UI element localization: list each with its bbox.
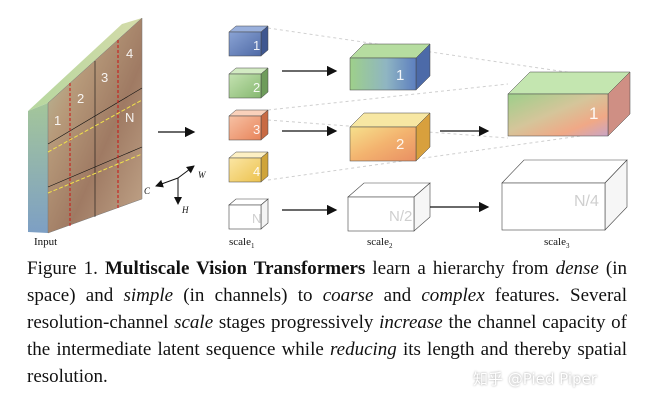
caption-text: (in channels) to: [173, 285, 323, 306]
token-label: N: [252, 211, 261, 226]
connector-line: [267, 135, 581, 181]
caption-text: the channel capacity of the intermediate…: [27, 312, 627, 360]
caption-emphasis: dense: [555, 258, 599, 279]
figure-label: Figure 1.: [27, 258, 98, 279]
caption-text: stages progressively: [213, 312, 380, 333]
mvit-figure: 1 2 3 4 N Input C W H 1 2 3: [28, 17, 631, 250]
token-label: 3: [253, 122, 260, 137]
input-patch-label: 3: [101, 70, 108, 85]
token-label: N/2: [389, 208, 412, 225]
scale1-token-3: 3: [228, 109, 269, 141]
token-label: 1: [589, 104, 598, 123]
caption-title: Multiscale Vision Transformers: [104, 258, 366, 279]
caption-emphasis: simple: [123, 285, 174, 306]
caption-text: features. Several resolution-channel: [27, 285, 627, 333]
scale1-token-n: N: [228, 198, 269, 230]
scale1-token-1: 1: [228, 25, 269, 57]
scale3-token-1: 1: [507, 71, 631, 137]
input-patch-label: N: [125, 110, 134, 125]
axis-indicator: C W H: [144, 165, 207, 215]
scale2-label: scale2: [367, 236, 393, 250]
input-yellow-line: [47, 153, 143, 194]
axis-h-label: H: [181, 205, 189, 215]
caption-emphasis: complex: [421, 285, 485, 306]
input-label: Input: [34, 236, 57, 248]
scale3-token-n4: N/4: [501, 159, 628, 231]
caption-text: its length and thereby spatial resolutio…: [27, 339, 627, 387]
caption-emphasis: coarse: [322, 285, 374, 306]
token-label: 2: [396, 136, 404, 153]
token-label: 1: [253, 38, 260, 53]
scale2-token-1: 1: [349, 43, 431, 91]
input-patch-label: 4: [126, 46, 133, 61]
watermark: 知乎 @Pied Piper: [473, 370, 597, 388]
token-label: 1: [396, 67, 404, 84]
caption-emphasis: increase: [379, 312, 443, 333]
scale3-label: scale3: [544, 236, 570, 250]
figure-caption: Figure 1. Multiscale Vision Transformers…: [27, 255, 627, 390]
token-label: 4: [253, 164, 260, 179]
input-patch-label: 1: [54, 113, 61, 128]
axis-w-line: [177, 165, 195, 179]
scale1-token-2: 2: [228, 67, 269, 99]
input-volume-side: [28, 103, 48, 233]
scale2-token-n2: N/2: [347, 182, 431, 232]
axis-w-label: W: [198, 170, 207, 180]
input-patch-label: 2: [77, 91, 84, 106]
scale2-token-2: 2: [349, 112, 431, 162]
input-volume: 1 2 3 4 N: [28, 17, 143, 234]
scale1-token-4: 4: [228, 151, 269, 183]
caption-text: and: [373, 285, 422, 306]
axis-c-line: [155, 177, 179, 188]
caption-emphasis: scale: [174, 312, 214, 333]
caption-text: (in space) and: [27, 258, 628, 306]
axis-c-label: C: [144, 186, 151, 196]
caption-text: learn a hierarchy from: [365, 258, 556, 279]
input-volume-top: [28, 18, 142, 111]
token-label: N/4: [574, 193, 599, 210]
caption-emphasis: reducing: [329, 339, 397, 360]
token-label: 2: [253, 80, 260, 95]
connector-line: [267, 83, 509, 111]
scale1-label: scale1: [229, 236, 255, 250]
